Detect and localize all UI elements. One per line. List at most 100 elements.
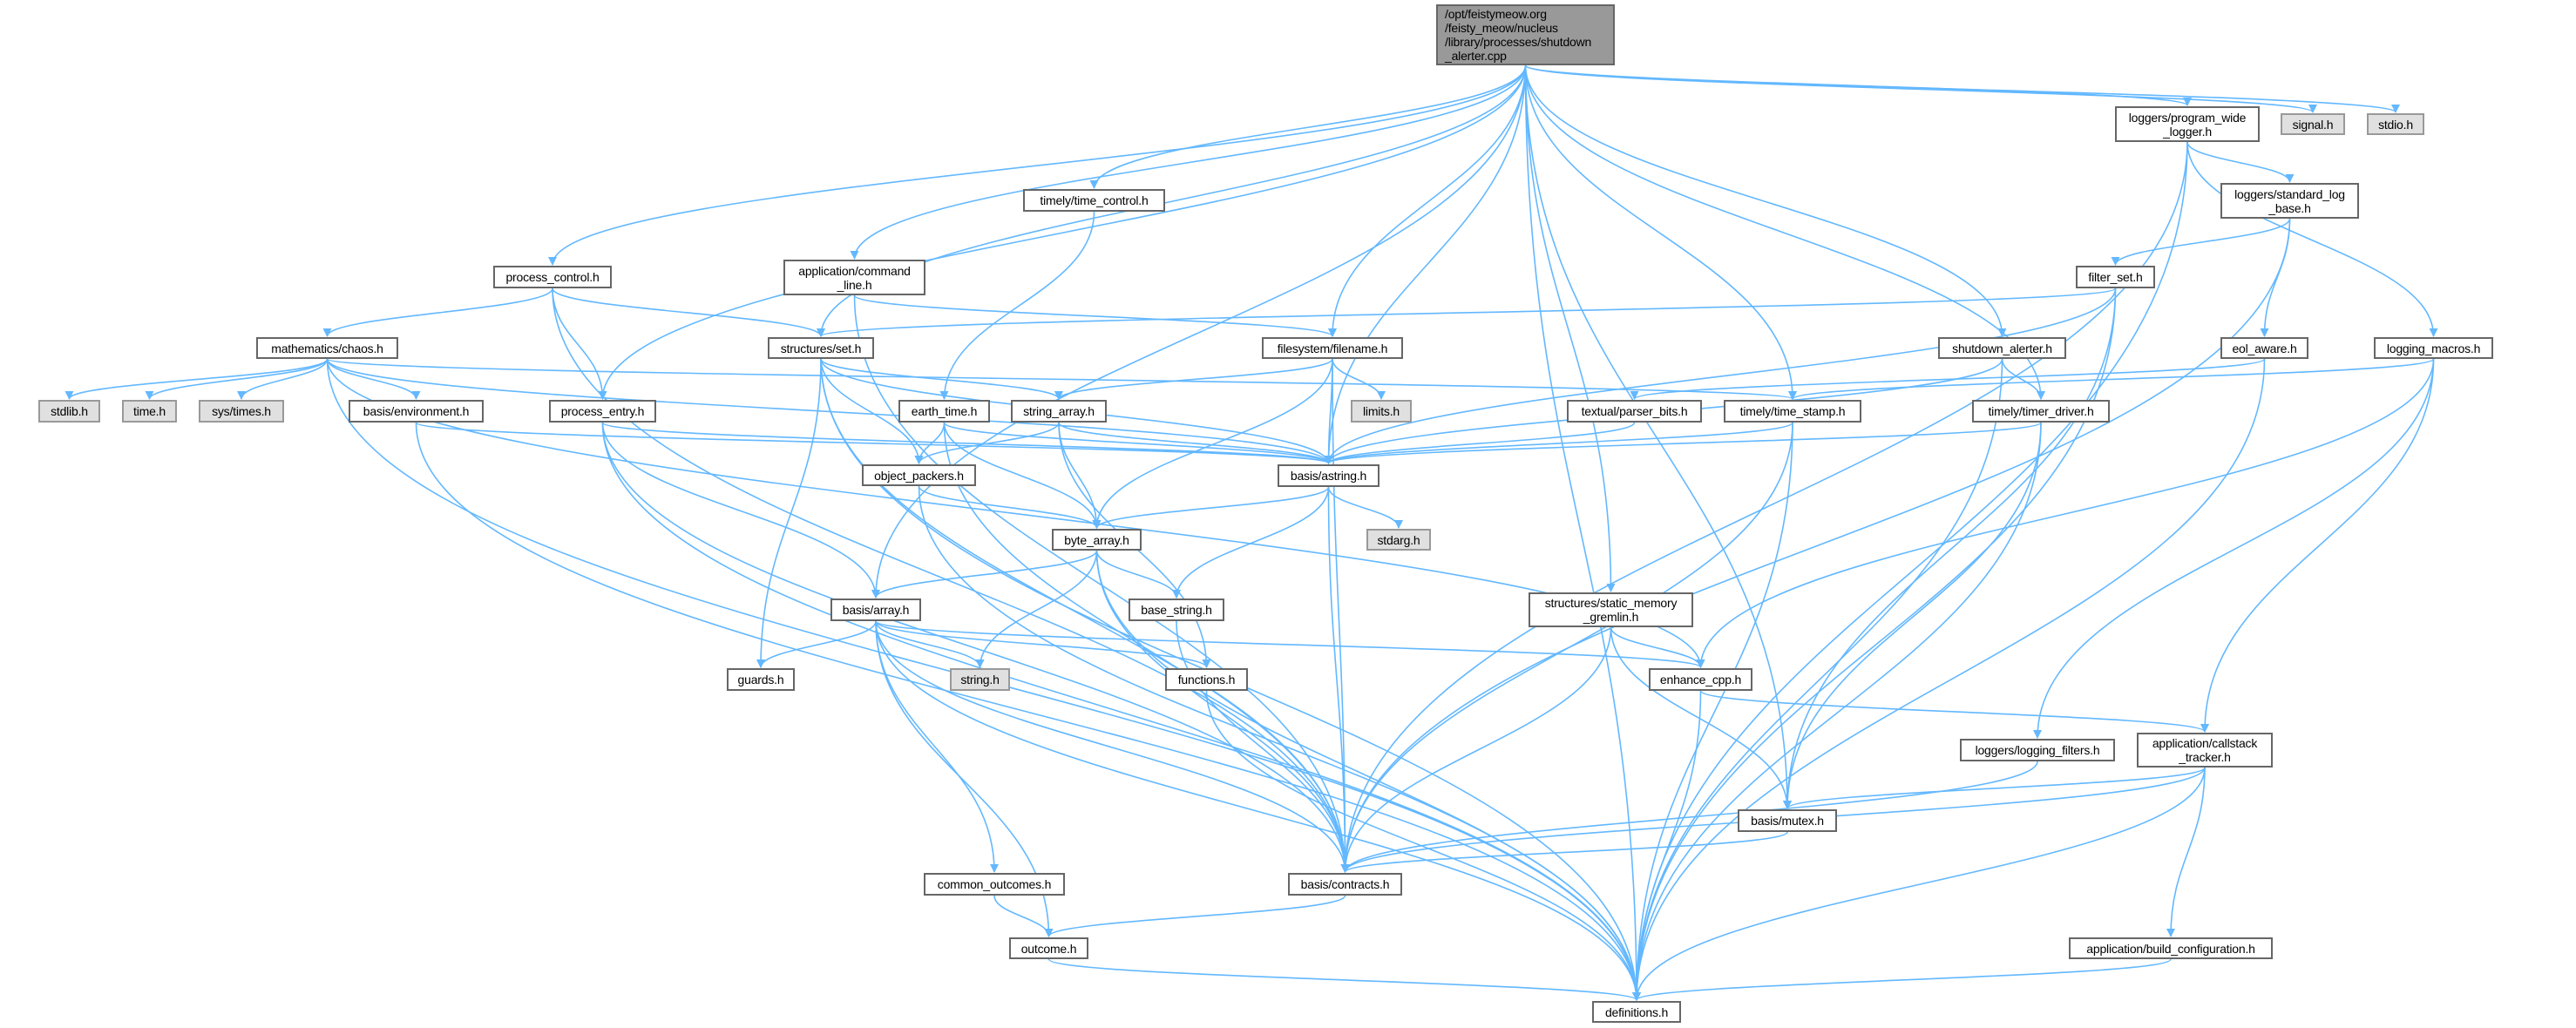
edge-process_control-to-process_entry: [552, 287, 607, 400]
edge-set-to-guards: [756, 358, 822, 668]
edge-byte_array-to-string: [975, 550, 1098, 668]
edge-outcome-to-definitions: [1047, 958, 1641, 1001]
edge-environment-to-definitions: [415, 422, 1641, 1001]
edge-environment-to-astring: [415, 422, 1333, 464]
node-program-wide-logger[interactable]: loggers/program_wide _logger.h: [2115, 106, 2260, 142]
node-stdio: stdio.h: [2367, 113, 2424, 135]
edge-root-to-gremlin: [1524, 64, 1616, 592]
edge-time_stamp-to-astring: [1324, 422, 1793, 464]
node-enhance-cpp[interactable]: enhance_cpp.h: [1649, 668, 1752, 691]
node-process-control[interactable]: process_control.h: [493, 266, 612, 288]
edge-program_wide_logger-to-definitions: [1632, 141, 2188, 1001]
edge-object_packers-to-byte_array: [918, 485, 1102, 529]
node-environment[interactable]: basis/environment.h: [349, 400, 484, 423]
edge-logging_macros-to-callstack_tracker: [2200, 358, 2435, 733]
node-build-configuration[interactable]: application/build_configuration.h: [2069, 937, 2273, 959]
edge-logging_macros-to-logging_filters: [2033, 358, 2435, 739]
node-limits: limits.h: [1351, 400, 1412, 423]
node-time-control[interactable]: timely/time_control.h: [1023, 189, 1165, 212]
node-set[interactable]: structures/set.h: [768, 337, 874, 359]
edge-set-to-string_array: [820, 358, 1063, 400]
node-root[interactable]: /opt/feistymeow.org /feisty_meow/nucleus…: [1436, 4, 1615, 65]
node-astring[interactable]: basis/astring.h: [1278, 464, 1380, 487]
edge-program_wide_logger-to-standard_log_base: [2186, 141, 2295, 183]
edge-timer_driver-to-astring: [1324, 422, 2042, 464]
edge-time_control-to-earth_time: [939, 211, 1095, 400]
node-chaos[interactable]: mathematics/chaos.h: [256, 337, 398, 359]
edge-root-to-process_control: [548, 64, 1527, 266]
edge-callstack_tracker-to-build_configuration: [2166, 767, 2206, 937]
edge-chaos-to-astring: [326, 358, 1333, 464]
node-filter-set[interactable]: filter_set.h: [2076, 266, 2155, 288]
node-stdarg: stdarg.h: [1366, 529, 1431, 551]
node-parser-bits[interactable]: textual/parser_bits.h: [1567, 400, 1702, 423]
edge-set-to-object_packers: [820, 358, 924, 464]
node-base-string[interactable]: base_string.h: [1129, 599, 1224, 621]
edge-standard_log_base-to-filter_set: [2111, 218, 2291, 266]
edge-object_packers-to-definitions: [918, 485, 1641, 1001]
node-logging-filters[interactable]: loggers/logging_filters.h: [1960, 739, 2115, 761]
edge-byte_array-to-definitions: [1095, 550, 1641, 1001]
node-callstack-tracker[interactable]: application/callstack _tracker.h: [2137, 733, 2273, 768]
node-gremlin[interactable]: structures/static_memory _gremlin.h: [1529, 592, 1693, 627]
edge-astring-to-base_string: [1172, 486, 1330, 599]
node-definitions[interactable]: definitions.h: [1592, 1001, 1681, 1023]
edge-timer_driver-to-definitions: [1632, 422, 2042, 1001]
edge-root-to-stdio: [1524, 64, 2400, 113]
node-object-packers[interactable]: object_packers.h: [862, 464, 976, 486]
node-mutex[interactable]: basis/mutex.h: [1738, 809, 1837, 832]
node-outcome[interactable]: outcome.h: [1009, 937, 1088, 959]
edge-filter_set-to-set: [817, 287, 2117, 337]
edge-chaos-to-systimes: [237, 358, 329, 400]
edge-standard_log_base-to-contracts: [1340, 218, 2291, 873]
edge-array-to-common_outcomes: [875, 620, 999, 873]
node-string-array[interactable]: string_array.h: [1011, 400, 1107, 423]
edge-callstack_tracker-to-mutex: [1783, 767, 2206, 809]
node-eol-aware[interactable]: eol_aware.h: [2220, 337, 2308, 359]
node-logging-macros[interactable]: logging_macros.h: [2374, 337, 2493, 359]
node-process-entry[interactable]: process_entry.h: [549, 400, 656, 423]
edge-contracts-to-outcome: [1044, 895, 1346, 937]
edge-root-to-mutex: [1524, 64, 1792, 809]
node-byte-array[interactable]: byte_array.h: [1052, 529, 1142, 551]
edge-root-to-shutdown_alerter: [1524, 64, 2007, 337]
edge-root-to-process_entry: [598, 64, 1527, 400]
edge-mutex-to-contracts: [1340, 831, 1788, 873]
edge-filter_set-to-astring: [1324, 287, 2117, 464]
node-contracts[interactable]: basis/contracts.h: [1288, 873, 1402, 896]
edge-eol_aware-to-parser_bits: [1630, 358, 2266, 400]
edge-process_control-to-set: [552, 287, 825, 337]
node-standard-log-base[interactable]: loggers/standard_log _base.h: [2220, 183, 2359, 219]
edge-array-to-guards: [756, 620, 877, 668]
edge-process_entry-to-array: [601, 422, 880, 599]
node-earth-time[interactable]: earth_time.h: [898, 400, 990, 423]
edge-string_array-to-astring: [1058, 422, 1333, 464]
edge-array-to-definitions: [875, 620, 1641, 1001]
node-common-outcomes[interactable]: common_outcomes.h: [924, 873, 1065, 896]
edge-chaos-to-time_stamp: [326, 358, 1797, 400]
edge-root-to-astring: [1324, 64, 1527, 464]
edge-shutdown_alerter-to-timer_driver: [2001, 358, 2045, 400]
edge-shutdown_alerter-to-definitions: [1632, 358, 2003, 1001]
edge-process_entry-to-contracts: [601, 422, 1350, 873]
edge-root-to-time_stamp: [1524, 64, 1797, 400]
node-guards[interactable]: guards.h: [727, 668, 795, 691]
edge-command_line-to-filename: [853, 294, 1337, 337]
node-array[interactable]: basis/array.h: [830, 599, 921, 621]
edge-root-to-set: [817, 64, 1527, 337]
edge-process_control-to-chaos: [322, 287, 553, 337]
node-string: string.h: [950, 668, 1010, 691]
edge-array-to-functions: [875, 620, 1211, 668]
node-command-line[interactable]: application/command _line.h: [783, 260, 925, 295]
edge-filename-to-contracts: [1332, 358, 1350, 873]
edge-process_entry-to-astring: [601, 422, 1333, 464]
node-filename[interactable]: filesystem/filename.h: [1262, 337, 1403, 359]
edge-filter_set-to-mutex: [1783, 287, 2117, 809]
edge-base_string-to-contracts: [1176, 620, 1350, 873]
edge-enhance_cpp-to-callstack_tracker: [1699, 690, 2209, 733]
node-functions[interactable]: functions.h: [1165, 668, 1248, 691]
node-shutdown-alerter[interactable]: shutdown_alerter.h: [1938, 337, 2066, 359]
node-time-stamp[interactable]: timely/time_stamp.h: [1724, 400, 1861, 423]
node-timer-driver[interactable]: timely/timer_driver.h: [1972, 400, 2110, 423]
